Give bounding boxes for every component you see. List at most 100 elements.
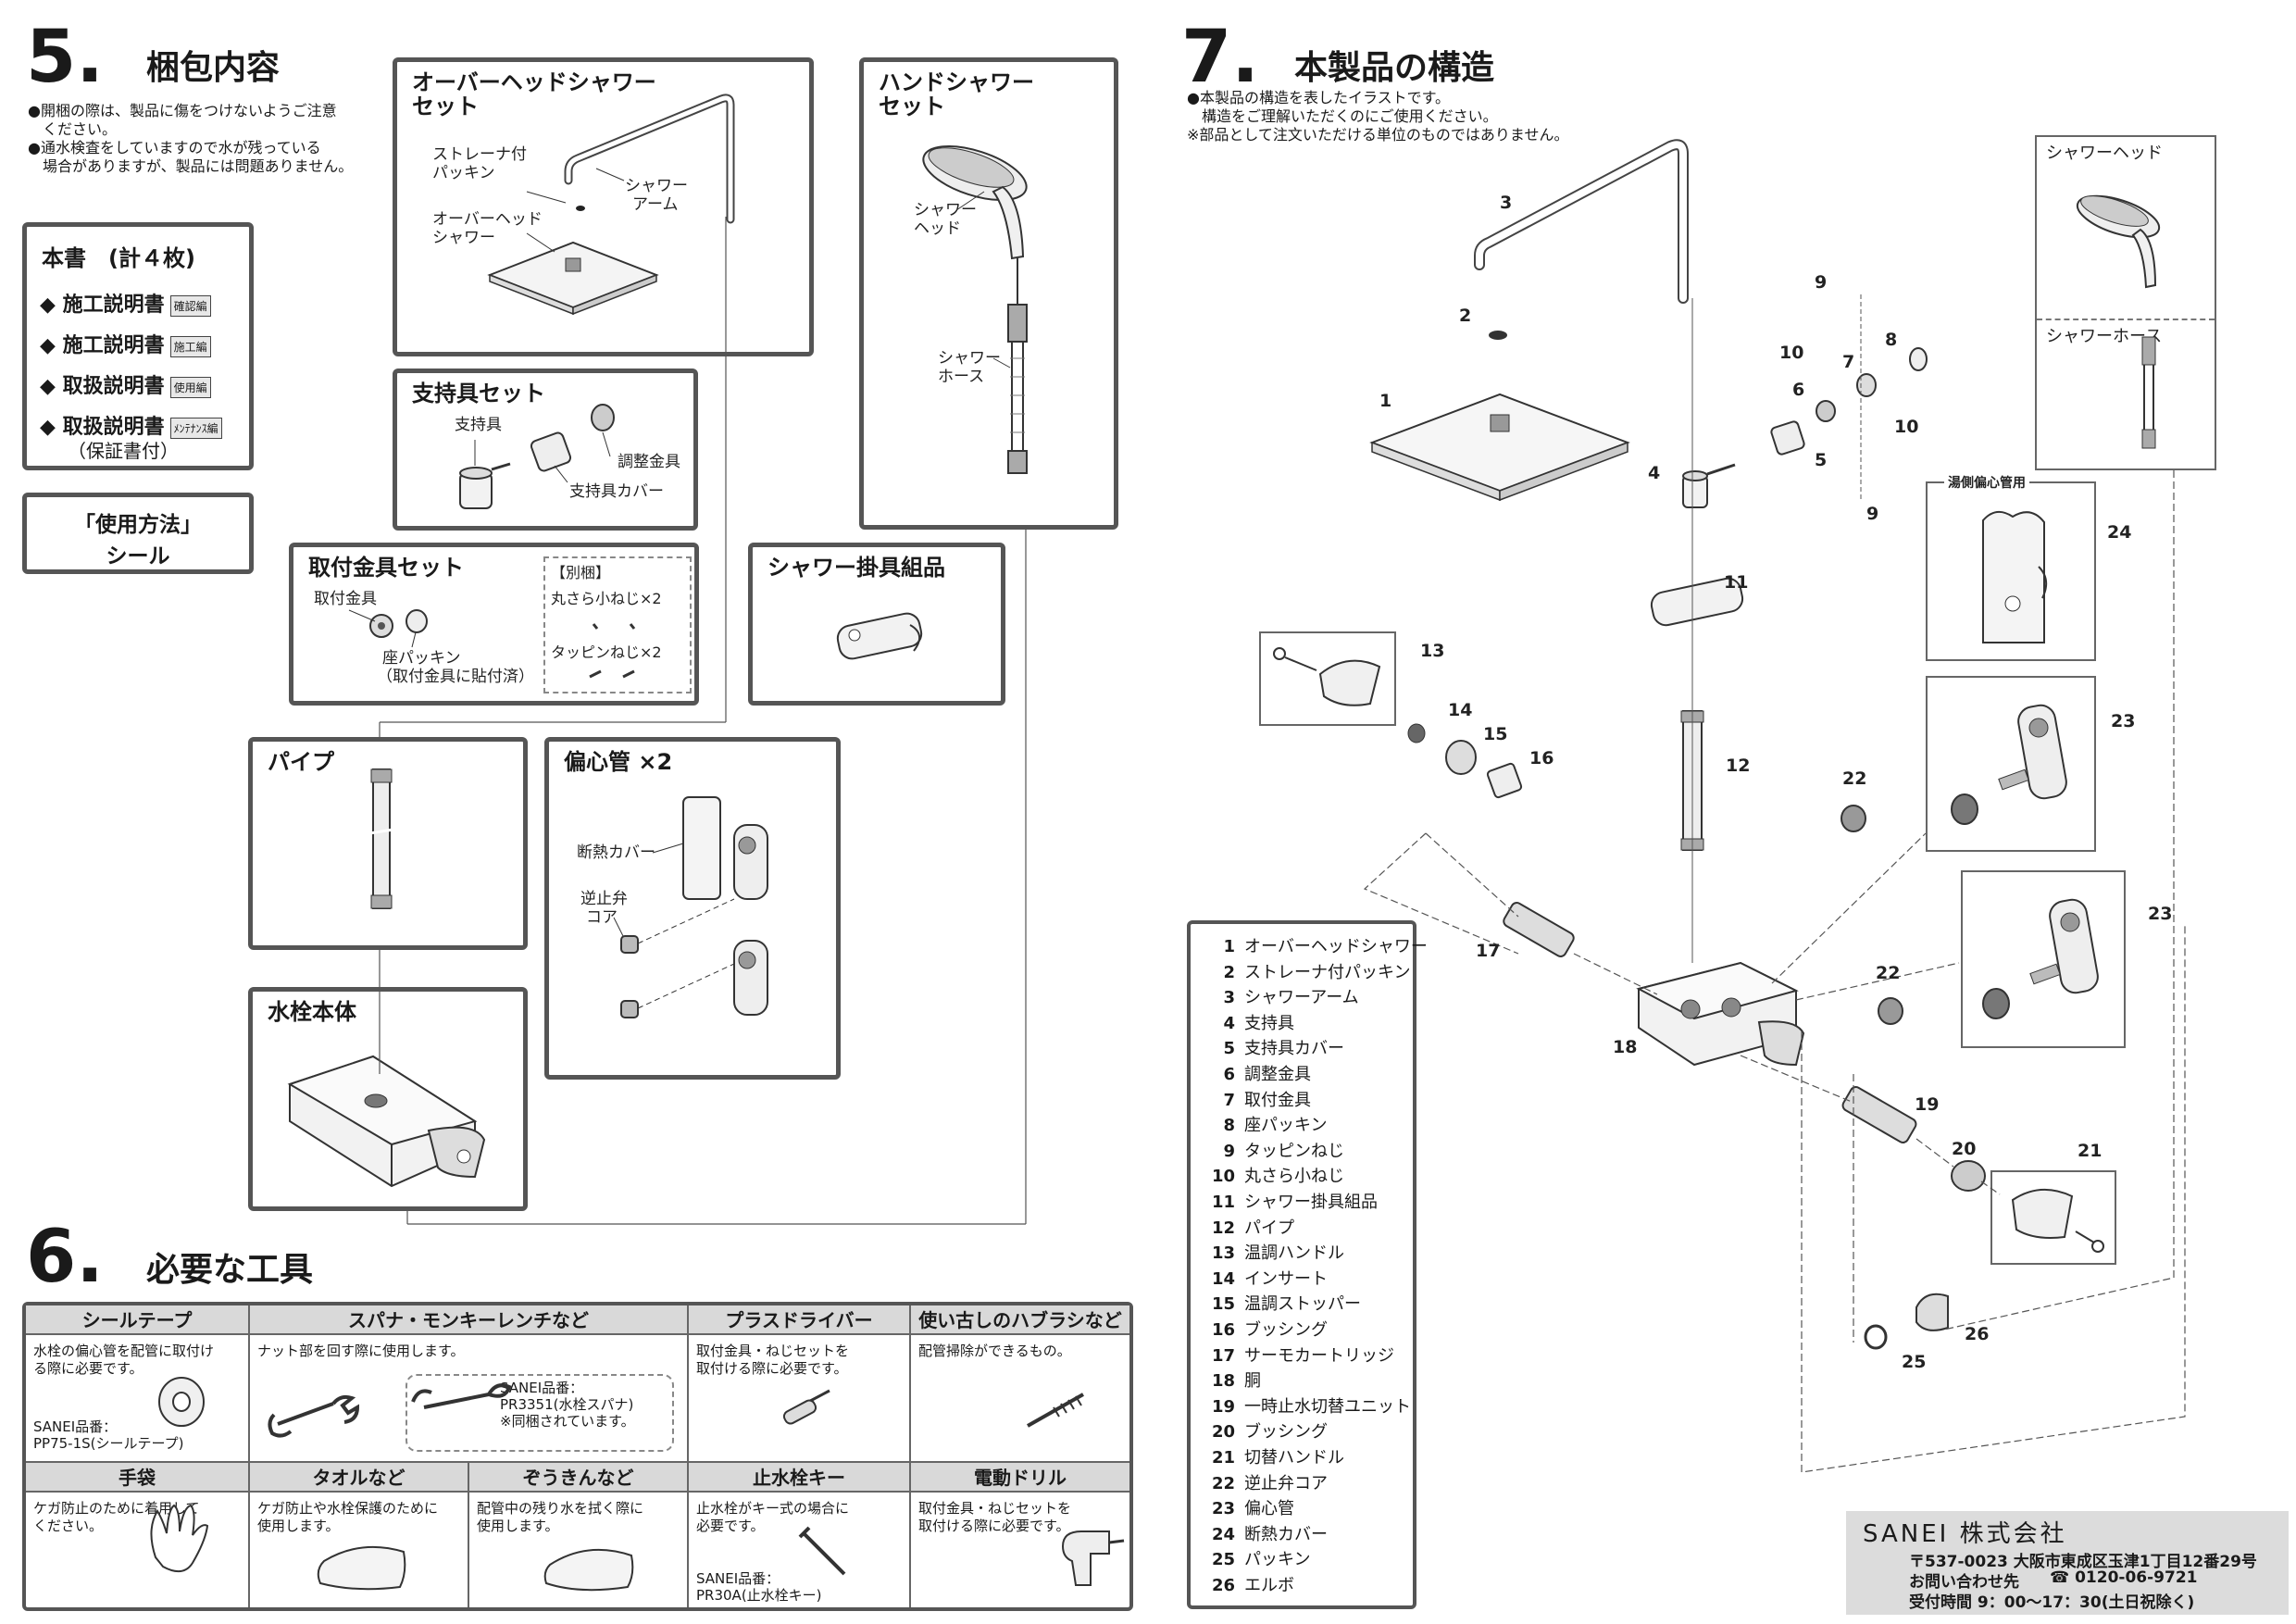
hose-label-2: ホース bbox=[938, 368, 985, 386]
tools-col-divider-3 bbox=[909, 1305, 911, 1607]
part-number: 4 bbox=[1223, 1013, 1235, 1033]
part-name: 温調ストッパー bbox=[1244, 1294, 1361, 1315]
part-number: 25 bbox=[1211, 1550, 1235, 1570]
part-name: シャワー掛具組品 bbox=[1244, 1193, 1378, 1212]
callout-24: 24 bbox=[2107, 522, 2132, 543]
part-name: 取付金具 bbox=[1244, 1090, 1311, 1110]
callout-16: 16 bbox=[1529, 748, 1554, 768]
seal-line-2: シール bbox=[106, 544, 170, 568]
inset-23-upper-illustration bbox=[1951, 704, 2067, 825]
section5-note-2: ください。 bbox=[28, 120, 118, 138]
company-phone: ☎ 0120-06-9721 bbox=[2050, 1568, 2198, 1587]
part-number: 12 bbox=[1211, 1218, 1235, 1238]
tool-desc-seal-tape: 水栓の偏心管を配管に取付け る際に必要です。 bbox=[33, 1343, 215, 1377]
section7-number: 7. bbox=[1181, 16, 1259, 99]
section7-note-2: 構造をご理解いただくのにご使用ください。 bbox=[1187, 107, 1498, 125]
callout-9a: 9 bbox=[1815, 272, 1828, 293]
callout-7: 7 bbox=[1842, 352, 1855, 372]
support-set-title: 支持具セット bbox=[412, 381, 545, 406]
part-name: 一時止水切替ユニット bbox=[1244, 1396, 1411, 1417]
section5-note-1: ●開梱の際は、製品に傷をつけないようご注意 bbox=[28, 102, 337, 119]
overhead-set-title-1: オーバーヘッドシャワー bbox=[412, 69, 656, 95]
inset-24-label: 湯側偏心管用 bbox=[1944, 474, 2029, 493]
callout-9b: 9 bbox=[1866, 504, 1879, 524]
part-number: 6 bbox=[1223, 1065, 1235, 1084]
faucet-body-title: 水栓本体 bbox=[268, 999, 356, 1025]
tools-col-divider-2 bbox=[687, 1305, 689, 1607]
overhead-set-illustration bbox=[487, 94, 735, 316]
tool-head-gloves: 手袋 bbox=[26, 1463, 248, 1493]
part-number: 7 bbox=[1223, 1090, 1235, 1110]
callout-4: 4 bbox=[1648, 463, 1661, 483]
inset-divider bbox=[2037, 319, 2215, 320]
part-number: 17 bbox=[1211, 1345, 1235, 1366]
support-set-box: 支持具セット 支持具 調整金具 支持具カバー bbox=[393, 369, 698, 531]
pipe-illustration bbox=[363, 768, 400, 909]
pipe-title: パイプ bbox=[268, 749, 334, 775]
screw2-label: タッピンねじ×2 bbox=[551, 643, 662, 661]
inset-hose-label: シャワーホース bbox=[2046, 327, 2163, 346]
parts-list-row: 26 エルボ bbox=[1204, 1576, 1294, 1596]
part-name: 胴 bbox=[1244, 1371, 1261, 1392]
section5-number: 5. bbox=[26, 16, 104, 99]
part-name: 断熱カバー bbox=[1244, 1524, 1328, 1544]
callout-21: 21 bbox=[2078, 1141, 2103, 1161]
part-name: 切替ハンドル bbox=[1244, 1448, 1344, 1468]
tool-head-towel: タオルなど bbox=[248, 1463, 468, 1493]
hand-set-title-2: セット bbox=[879, 94, 945, 119]
company-hours: 受付時間 9：00～17：30(土日祝除く) bbox=[1909, 1593, 2195, 1612]
part-number: 9 bbox=[1223, 1141, 1235, 1161]
inset-head-label: シャワーヘッド bbox=[2046, 144, 2163, 163]
tools-row-divider bbox=[26, 1461, 1129, 1463]
callout-8: 8 bbox=[1885, 330, 1898, 350]
valve-label-1: 逆止弁 bbox=[580, 890, 628, 908]
callout-10a: 10 bbox=[1779, 343, 1804, 363]
callout-2: 2 bbox=[1459, 306, 1472, 326]
part-name: 丸さら小ねじ bbox=[1244, 1167, 1344, 1187]
section6-number: 6. bbox=[26, 1216, 104, 1299]
callout-17: 17 bbox=[1476, 941, 1501, 961]
part-number: 11 bbox=[1211, 1193, 1235, 1212]
callout-15: 15 bbox=[1483, 724, 1508, 744]
part-number: 23 bbox=[1211, 1499, 1235, 1519]
parts-list-row: 4 支持具 bbox=[1204, 1014, 1294, 1034]
parts-list-row: 18 胴 bbox=[1204, 1371, 1261, 1392]
inset-23-upper bbox=[1926, 676, 2096, 852]
parts-list-row: 7 取付金具 bbox=[1204, 1091, 1311, 1111]
part-number: 18 bbox=[1211, 1371, 1235, 1392]
inset-21 bbox=[1990, 1170, 2116, 1265]
tool-head-valve-key: 止水栓キー bbox=[687, 1463, 909, 1493]
section7-note-3: ※部品として注文いただける単位のものではありません。 bbox=[1187, 126, 1569, 144]
support-label: 支持具 bbox=[455, 416, 502, 434]
part-name: 支持具 bbox=[1244, 1013, 1294, 1033]
callout-19: 19 bbox=[1915, 1094, 1940, 1115]
inset-hand-shower: シャワーヘッド シャワーホース bbox=[2035, 135, 2216, 470]
part-name: ストレーナ付パッキン bbox=[1244, 962, 1411, 982]
tool-note-seal-tape: SANEI品番： PP75-1S(シールテープ) bbox=[33, 1418, 184, 1452]
tool-desc-drill: 取付金具・ねじセットを 取付ける際に必要です。 bbox=[918, 1500, 1072, 1534]
head-label-1: オーバーヘッド bbox=[432, 210, 543, 229]
tool-head-brush: 使い古しのハブラシなど bbox=[909, 1305, 1129, 1335]
part-number: 10 bbox=[1211, 1167, 1235, 1187]
part-number: 1 bbox=[1223, 937, 1235, 956]
callout-1: 1 bbox=[1379, 391, 1392, 411]
support-set-illustration bbox=[459, 404, 615, 509]
part-number: 26 bbox=[1211, 1576, 1235, 1595]
tools-illustrations bbox=[150, 1377, 1125, 1592]
part-name: エルボ bbox=[1244, 1576, 1294, 1595]
section5-note-4: 場合がありますが、製品には問題ありません。 bbox=[28, 157, 354, 175]
part-number: 19 bbox=[1211, 1396, 1235, 1417]
callout-18: 18 bbox=[1613, 1037, 1638, 1057]
part-number: 22 bbox=[1211, 1473, 1235, 1493]
